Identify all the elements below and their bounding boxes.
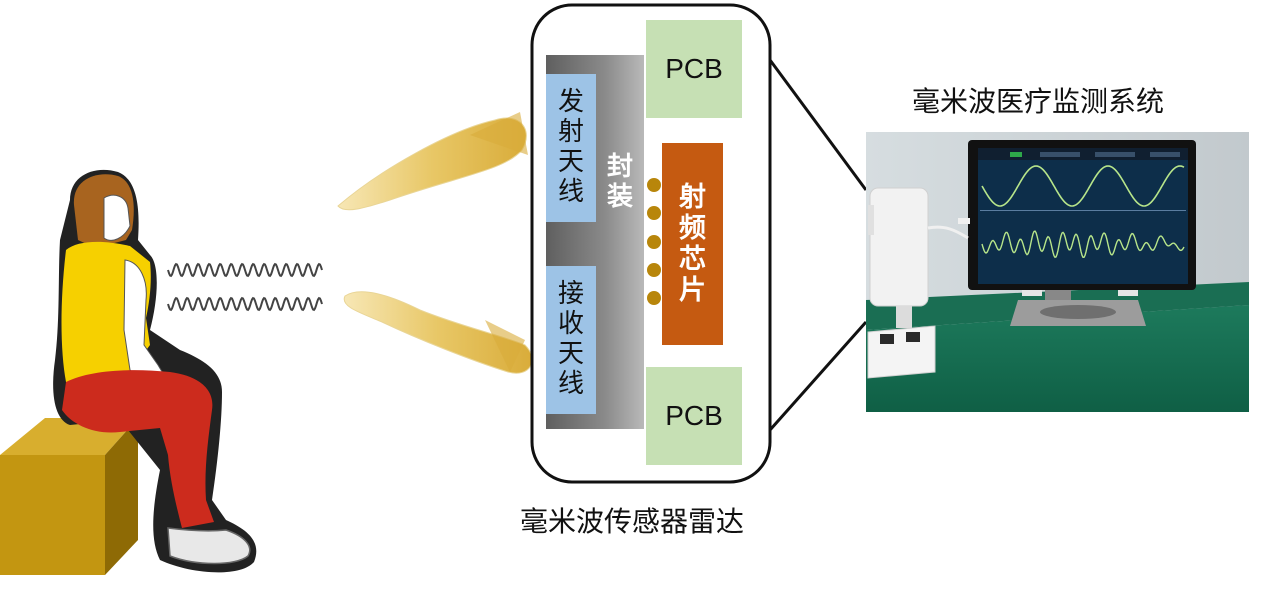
pcb-bottom-label: PCB: [665, 400, 723, 431]
connector-line-bottom: [768, 321, 868, 431]
package-label: 封 装: [606, 152, 633, 212]
pcb-bottom-block: PCB: [646, 367, 742, 465]
monitoring-system-caption: 毫米波医疗监测系统: [912, 85, 1165, 118]
seated-person: [53, 169, 257, 573]
chip-pins: [647, 178, 661, 305]
rx-antenna-label: 接 收 天 线: [557, 279, 584, 399]
rx-antenna-block: [546, 266, 596, 414]
pcb-top-label: PCB: [665, 53, 723, 84]
tx-antenna-block: [546, 74, 596, 222]
connector-line-top: [768, 59, 868, 191]
radar-caption: 毫米波传感器雷达: [520, 505, 745, 538]
tx-antenna-label: 发 射 天 线: [557, 87, 584, 207]
rf-chip-label: 射 频 芯 片: [679, 181, 706, 307]
stool-box: [0, 418, 138, 575]
rf-chip-block: [662, 143, 723, 345]
tx-beam: [337, 112, 528, 211]
monitoring-system-photo: [866, 132, 1249, 412]
pcb-top-block: PCB: [646, 20, 742, 118]
breathing-waves: [167, 262, 323, 312]
rx-beam: [343, 291, 533, 374]
